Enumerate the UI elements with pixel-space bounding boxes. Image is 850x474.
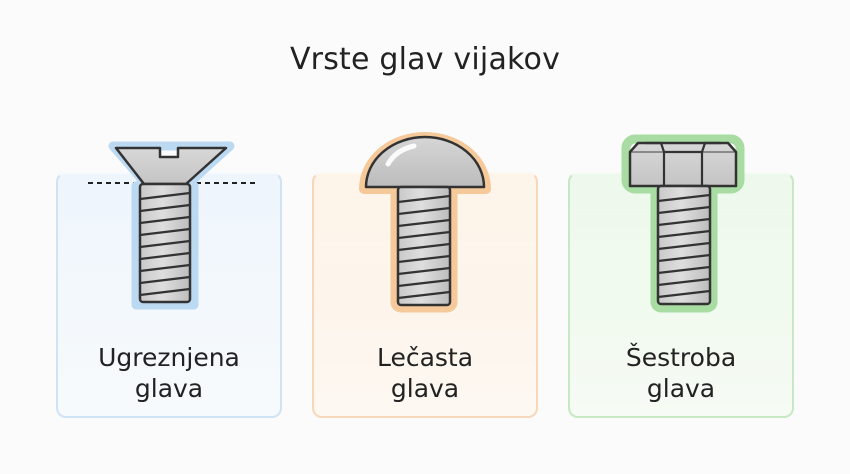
label-line-1: Lečasta bbox=[376, 343, 474, 372]
countersunk-screw-icon bbox=[88, 141, 256, 310]
label-line-1: Šestroba bbox=[625, 343, 737, 372]
label-line-2: glava bbox=[390, 374, 460, 403]
label-line-1: Ugreznjena bbox=[98, 343, 240, 372]
card-label-hex: Šestroba glava bbox=[570, 342, 792, 404]
hex-head-screw-icon bbox=[621, 134, 745, 313]
card-label-round: Lečasta glava bbox=[314, 342, 536, 404]
card-label-countersunk: Ugreznjena glava bbox=[58, 342, 280, 404]
round-head-screw-icon bbox=[359, 132, 491, 313]
diagram-title: Vrste glav vijakov bbox=[289, 42, 561, 77]
label-line-2: glava bbox=[134, 374, 204, 403]
label-line-2: glava bbox=[646, 374, 716, 403]
